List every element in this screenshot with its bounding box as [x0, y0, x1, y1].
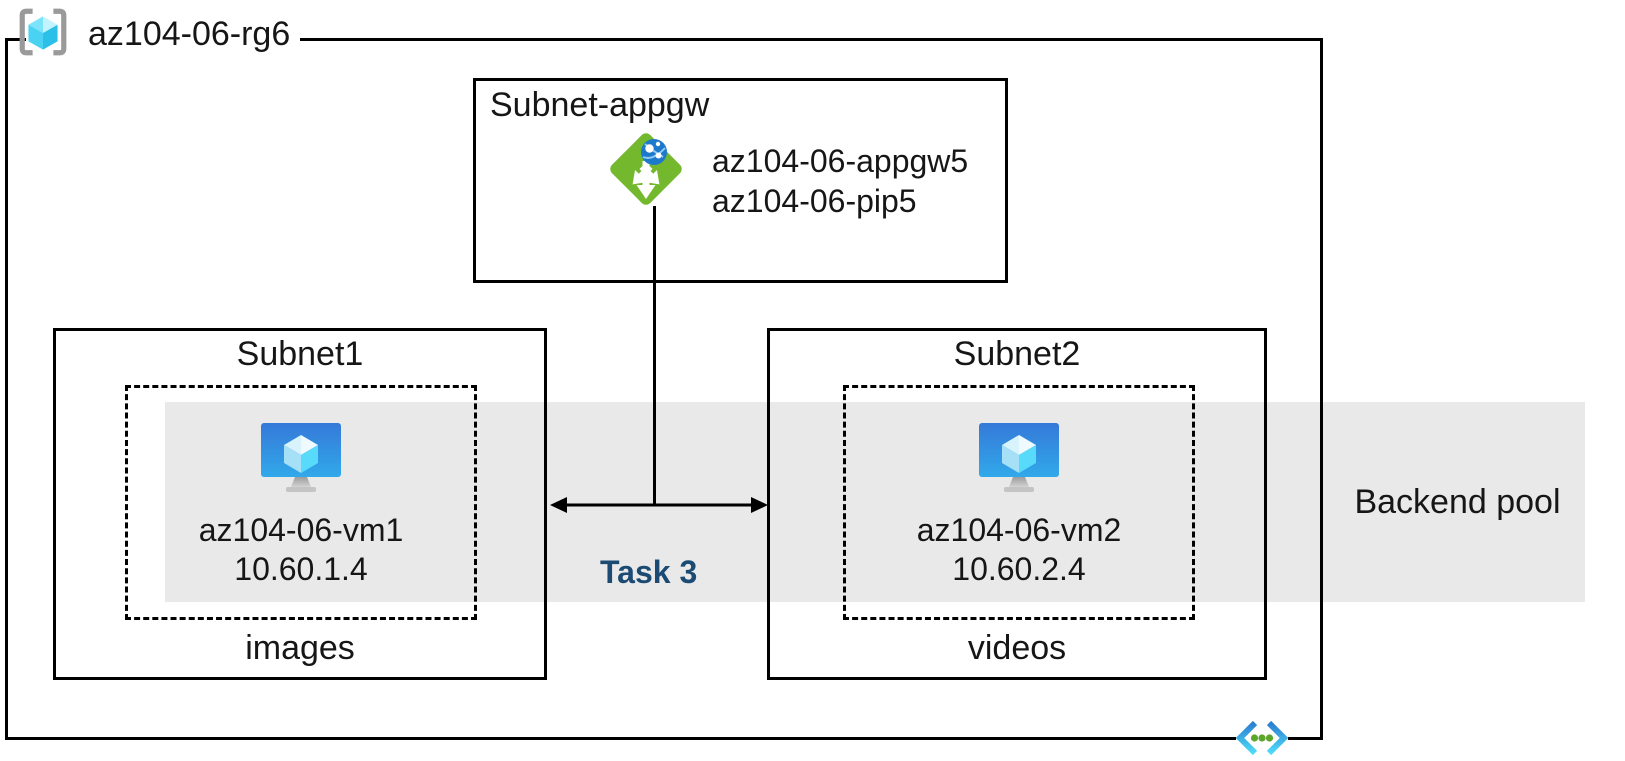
subnet1-vm-text: az104-06-vm1 10.60.1.4 [125, 511, 477, 589]
task-label: Task 3 [600, 554, 698, 590]
vm2-ip-label: 10.60.2.4 [952, 551, 1086, 587]
subnet-appgw-box [473, 78, 1008, 283]
vm1-ip-label: 10.60.1.4 [234, 551, 368, 587]
subnet2-label: Subnet2 [953, 335, 1081, 373]
backend-pool-band [165, 402, 1585, 602]
subnet1-content-label: images [245, 629, 355, 667]
subnet2-box [767, 328, 1267, 680]
gateway-connector-line [653, 206, 656, 506]
vm2-name-label: az104-06-vm2 [916, 512, 1122, 548]
subnet-double-arrow [550, 497, 768, 513]
subnet1-vm-dashed-box [125, 385, 477, 620]
subnet2-vm-text: az104-06-vm2 10.60.2.4 [843, 511, 1195, 589]
vm1-name-label: az104-06-vm1 [198, 512, 404, 548]
appgw-name-label: az104-06-appgw5 [712, 143, 969, 179]
subnet1-box [53, 328, 547, 680]
resource-group-title: az104-06-rg6 [88, 15, 291, 53]
appgw-pip-label: az104-06-pip5 [712, 183, 917, 219]
application-gateway-icon [610, 133, 682, 205]
resource-group-icon [19, 8, 67, 56]
virtual-network-icon [1236, 720, 1288, 756]
virtual-machine-icon [261, 423, 341, 492]
subnet2-content-label: videos [967, 629, 1067, 667]
backend-pool-label: Backend pool [1354, 482, 1561, 521]
subnet2-vm-dashed-box [843, 385, 1195, 620]
virtual-machine-icon [979, 423, 1059, 492]
resource-group-border-stub [5, 38, 26, 41]
appgw-labels: az104-06-appgw5 az104-06-pip5 [712, 141, 968, 221]
subnet1-label: Subnet1 [236, 335, 364, 373]
resource-group-box [5, 38, 1323, 740]
subnet-appgw-label: Subnet-appgw [490, 86, 710, 124]
resource-group-border-top [300, 38, 1323, 41]
